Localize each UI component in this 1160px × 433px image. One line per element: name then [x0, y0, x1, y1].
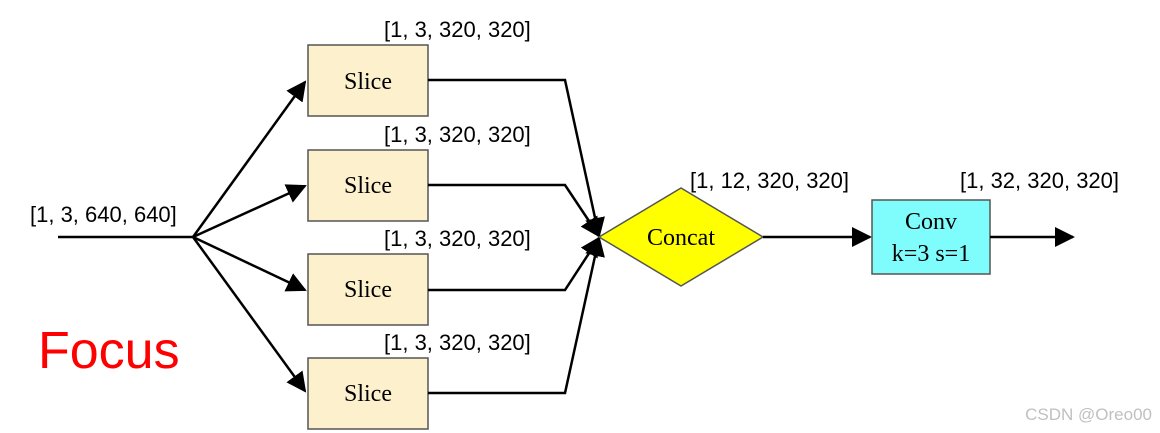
slice-node-3: Slice	[307, 253, 429, 326]
watermark: CSDN @Oreo00	[1025, 405, 1152, 424]
concat-label: Concat	[647, 225, 715, 251]
conv-label-line2: k=3 s=1	[892, 241, 970, 267]
input-shape-label: [1, 3, 640, 640]	[30, 202, 177, 227]
diagram-title: Focus	[38, 322, 180, 380]
slice-shape-label-2: [1, 3, 320, 320]	[384, 122, 531, 147]
fanout-arrow-4	[191, 236, 307, 393]
fanout-arrow-3	[192, 235, 307, 292]
slice-shape-label-1: [1, 3, 320, 320]	[384, 17, 531, 42]
slice-label-4: Slice	[344, 381, 392, 407]
merge-arrow-2	[428, 183, 601, 238]
slice-label-1: Slice	[344, 69, 392, 95]
slice-shape-label-4: [1, 3, 320, 320]	[384, 330, 531, 355]
conv-shape-label: [1, 32, 320, 320]	[960, 168, 1119, 193]
concat-shape-label: [1, 12, 320, 320]	[690, 168, 849, 193]
slice-node-2: Slice	[307, 149, 429, 222]
merge-arrow-1	[428, 78, 605, 238]
conv-label-line1: Conv	[905, 209, 957, 235]
slice-node-4: Slice	[307, 357, 429, 430]
slice-label-3: Slice	[344, 277, 392, 303]
fanout-arrow-2	[192, 184, 307, 239]
merge-arrow-4	[428, 236, 605, 395]
conv-node: Conv k=3 s=1	[871, 199, 991, 275]
slice-label-2: Slice	[344, 173, 392, 199]
fanout-arrow-1	[191, 80, 307, 238]
concat-node: Concat	[597, 187, 765, 287]
slice-shape-label-3: [1, 3, 320, 320]	[384, 226, 531, 251]
slice-node-1: Slice	[307, 44, 429, 117]
